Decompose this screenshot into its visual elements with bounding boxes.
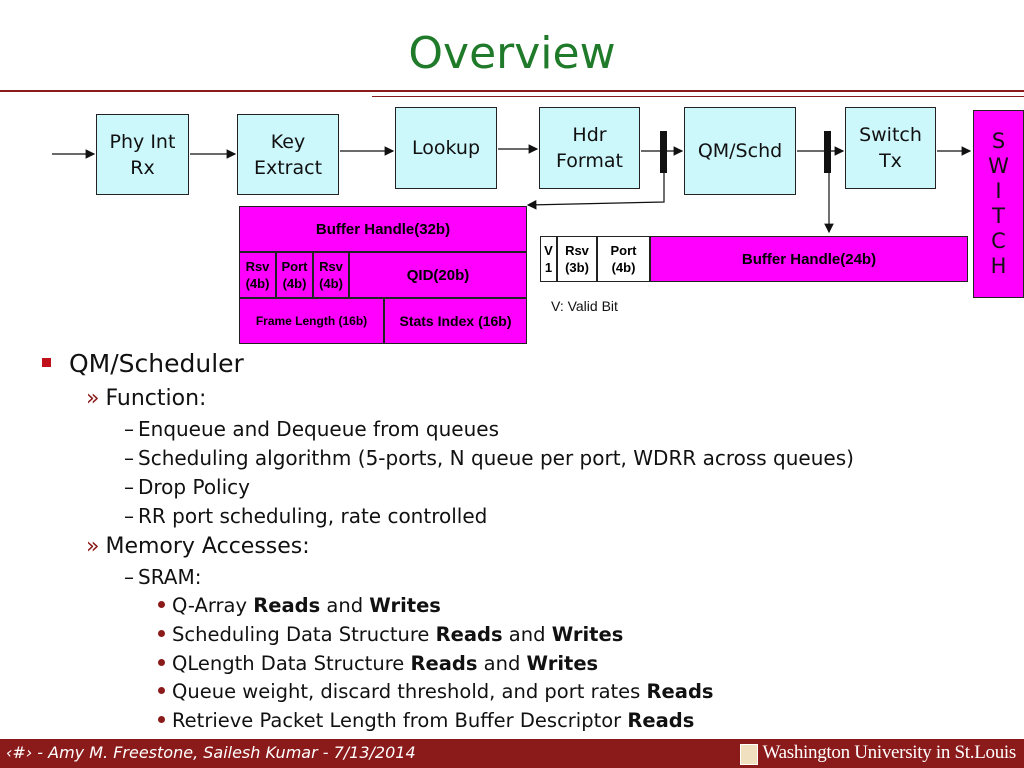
switch-letter: T — [992, 204, 1005, 228]
left-buffer-handle: Buffer Handle(32b) — [239, 206, 527, 252]
left-rsv-2: Rsv (4b) — [313, 252, 349, 298]
footer-university-name: Washington University in St.Louis — [762, 742, 1016, 763]
footer-bar: ‹#› - Amy M. Freestone, Sailesh Kumar - … — [0, 739, 1024, 768]
sram-item: Scheduling Data Structure Reads and Writ… — [158, 620, 623, 649]
university-crest-icon — [740, 744, 758, 765]
left-stats-index: Stats Index (16b) — [384, 298, 527, 344]
bullet-square-icon — [42, 357, 51, 367]
hdr-format-block: Hdr Format — [539, 107, 640, 189]
bullet-dot-icon — [158, 687, 165, 694]
function-item: –Enqueue and Dequeue from queues — [124, 417, 500, 441]
left-rsv-1: Rsv (4b) — [239, 252, 276, 298]
bullet-dot-icon — [158, 630, 165, 637]
outline-l1: QM/Scheduler — [42, 349, 244, 378]
sram-item: Queue weight, discard threshold, and por… — [158, 677, 714, 706]
ring-separator-left — [660, 131, 667, 173]
switch-letter: S — [991, 129, 1006, 153]
bullet-dot-icon — [158, 601, 165, 608]
bullet-dot-icon — [158, 716, 165, 723]
arrow-to-left-record — [526, 170, 665, 210]
switch-letter: I — [995, 179, 1002, 203]
switch-tx-block: Switch Tx — [845, 107, 936, 189]
left-port: Port (4b) — [276, 252, 313, 298]
outline-function: »Function: — [86, 386, 207, 411]
ring-separator-right — [824, 131, 831, 173]
switch-letter: W — [988, 154, 1009, 178]
sram-item: Retrieve Packet Length from Buffer Descr… — [158, 706, 694, 735]
right-valid-bit: V 1 — [540, 236, 557, 282]
qm-schd-block: QM/Schd — [684, 107, 796, 195]
lookup-block: Lookup — [395, 107, 497, 189]
outline-memory: »Memory Accesses: — [86, 534, 310, 559]
switch-letter: C — [991, 229, 1006, 253]
right-rsv: Rsv (3b) — [557, 236, 597, 282]
sram-label: –SRAM: — [124, 565, 202, 589]
sram-item: Q-Array Reads and Writes — [158, 591, 441, 620]
sram-item: QLength Data Structure Reads and Writes — [158, 649, 598, 678]
phy-int-rx-block: Phy Int Rx — [96, 114, 189, 195]
title-rule-bottom — [372, 96, 1024, 97]
function-item: –Scheduling algorithm (5-ports, N queue … — [124, 446, 854, 470]
switch-fabric: S W I T C H — [973, 110, 1024, 298]
valid-bit-note: V: Valid Bit — [551, 298, 618, 314]
right-buffer-handle: Buffer Handle(24b) — [650, 236, 968, 282]
footer-left-text: ‹#› - Amy M. Freestone, Sailesh Kumar - … — [6, 743, 416, 762]
left-frame-length: Frame Length (16b) — [239, 298, 384, 344]
right-port: Port (4b) — [597, 236, 650, 282]
bullet-dot-icon — [158, 659, 165, 666]
slide-title: Overview — [408, 28, 616, 79]
outline: QM/Scheduler »Function: –Enqueue and Deq… — [42, 349, 854, 735]
left-qid: QID(20b) — [349, 252, 527, 298]
title-rule-top — [0, 90, 1024, 92]
key-extract-block: Key Extract — [237, 114, 339, 195]
function-item: –Drop Policy — [124, 475, 251, 499]
function-item: –RR port scheduling, rate controlled — [124, 504, 488, 528]
switch-letter: H — [990, 254, 1007, 278]
